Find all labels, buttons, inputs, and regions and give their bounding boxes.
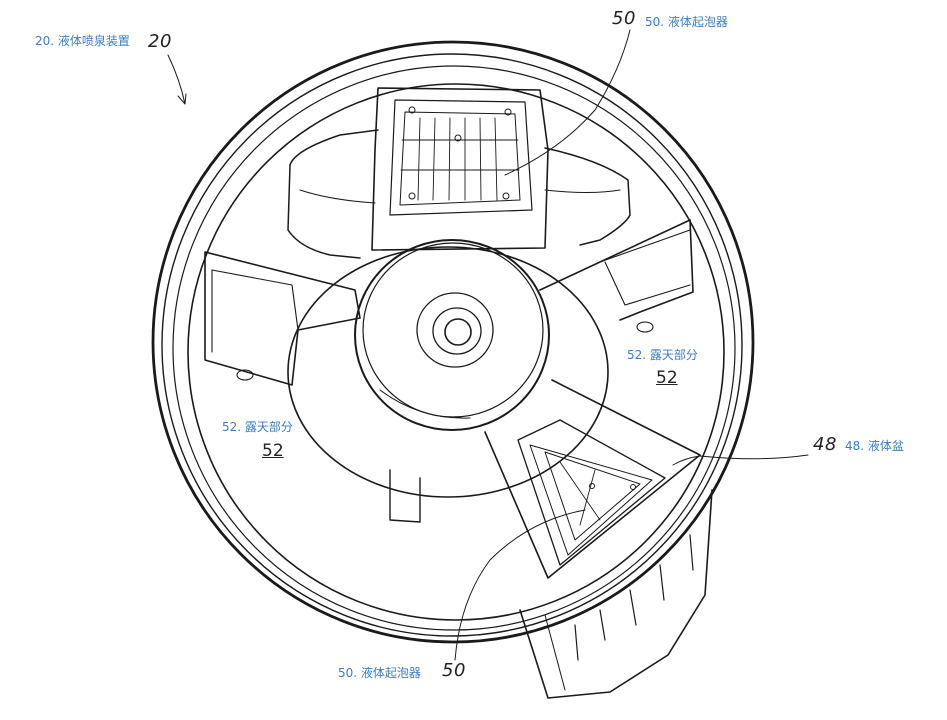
label-open-left: 52. 露天部分: [222, 420, 293, 434]
label-basin: 48. 液体盆: [845, 439, 904, 453]
leader-lines: [167, 29, 809, 661]
ref-basin: 48: [813, 434, 837, 455]
right-arm: [539, 219, 694, 333]
ref-foamer-bottom: 50: [442, 660, 466, 681]
ref-open-left: 52: [262, 441, 284, 461]
ref-open-right: 52: [656, 368, 678, 388]
label-open-right: 52. 露天部分: [627, 348, 698, 362]
upper-foamer: [371, 87, 549, 251]
label-foamer-top: 50. 液体起泡器: [645, 15, 728, 29]
fountain-rim: [151, 40, 755, 644]
rear-housing: [287, 129, 631, 259]
left-arm: [204, 251, 361, 386]
label-foamer-bottom: 50. 液体起泡器: [338, 666, 421, 680]
central-platter: [287, 239, 609, 523]
label-fountain: 20. 液体喷泉装置: [35, 34, 130, 48]
lower-foamer: [484, 379, 701, 579]
ref-fountain: 20: [148, 31, 172, 52]
ref-foamer-top: 50: [612, 8, 636, 29]
